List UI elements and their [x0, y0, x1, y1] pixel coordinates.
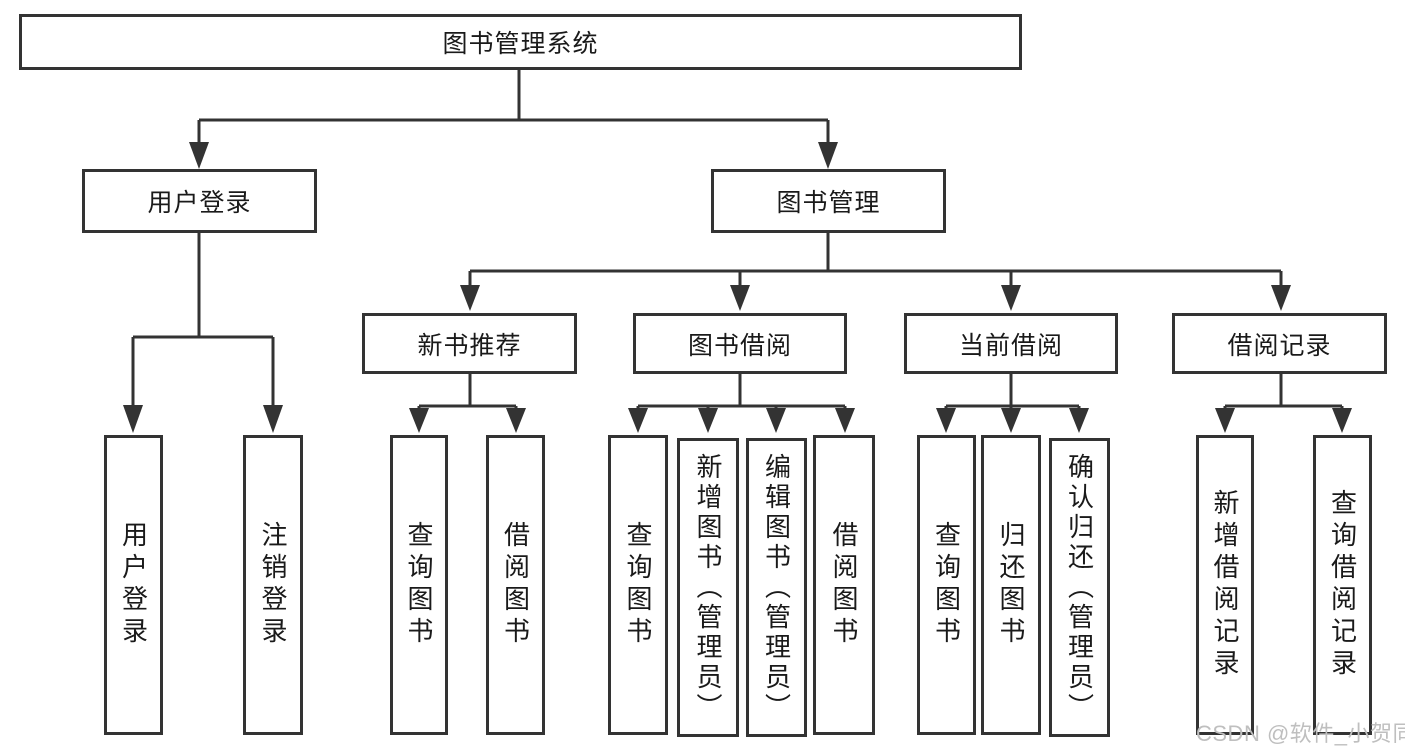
node-label: 查询图书: [623, 521, 653, 649]
node-label: 图书管理系统: [442, 30, 599, 58]
node-label: 确认归还（管理员）: [1064, 452, 1095, 723]
node-leaf-query-books-2: 查询图书: [608, 435, 668, 735]
node-leaf-borrow-books-2: 借阅图书: [813, 435, 875, 735]
node-label: 编辑图书（管理员）: [761, 452, 792, 723]
node-label: 图书管理: [776, 189, 881, 217]
node-leaf-query-borrow-record: 查询借阅记录: [1313, 435, 1372, 735]
node-label: 注销登录: [258, 521, 288, 649]
node-label: 新增图书（管理员）: [693, 452, 723, 723]
node-label: 借阅记录: [1227, 331, 1332, 360]
node-label: 图书借阅: [687, 331, 792, 360]
node-library-management-system: 图书管理系统: [19, 14, 1022, 70]
watermark-text: CSDN @软件_小贺同学: [1196, 721, 1405, 746]
node-user-login: 用户登录: [82, 169, 317, 233]
node-leaf-query-books-1: 查询图书: [390, 435, 448, 735]
node-book-management: 图书管理: [711, 169, 946, 233]
node-label: 用户登录: [147, 189, 252, 217]
node-leaf-user-login: 用户登录: [104, 435, 163, 735]
node-leaf-query-books-3: 查询图书: [917, 435, 976, 735]
node-label: 新书推荐: [417, 331, 522, 360]
node-label: 查询图书: [931, 521, 962, 649]
node-label: 新增借阅记录: [1210, 489, 1240, 681]
node-borrow-record: 借阅记录: [1172, 313, 1387, 374]
node-label: 查询借阅记录: [1327, 489, 1358, 681]
node-leaf-edit-books-admin: 编辑图书（管理员）: [746, 438, 807, 737]
node-label: 查询图书: [404, 521, 434, 649]
node-label: 用户登录: [118, 521, 149, 649]
node-leaf-logout: 注销登录: [243, 435, 303, 735]
node-book-borrow: 图书借阅: [633, 313, 847, 374]
node-leaf-borrow-books-1: 借阅图书: [486, 435, 545, 735]
node-leaf-add-books-admin: 新增图书（管理员）: [677, 438, 739, 737]
node-label: 借阅图书: [829, 521, 859, 649]
node-current-borrow: 当前借阅: [904, 313, 1118, 374]
node-label: 归还图书: [996, 521, 1026, 649]
node-label: 当前借阅: [958, 331, 1063, 360]
node-label: 借阅图书: [500, 521, 531, 649]
node-new-book-recommend: 新书推荐: [362, 313, 577, 374]
node-leaf-return-books: 归还图书: [981, 435, 1041, 735]
node-leaf-add-borrow-record: 新增借阅记录: [1196, 435, 1254, 735]
node-leaf-confirm-return-admin: 确认归还（管理员）: [1049, 438, 1110, 737]
